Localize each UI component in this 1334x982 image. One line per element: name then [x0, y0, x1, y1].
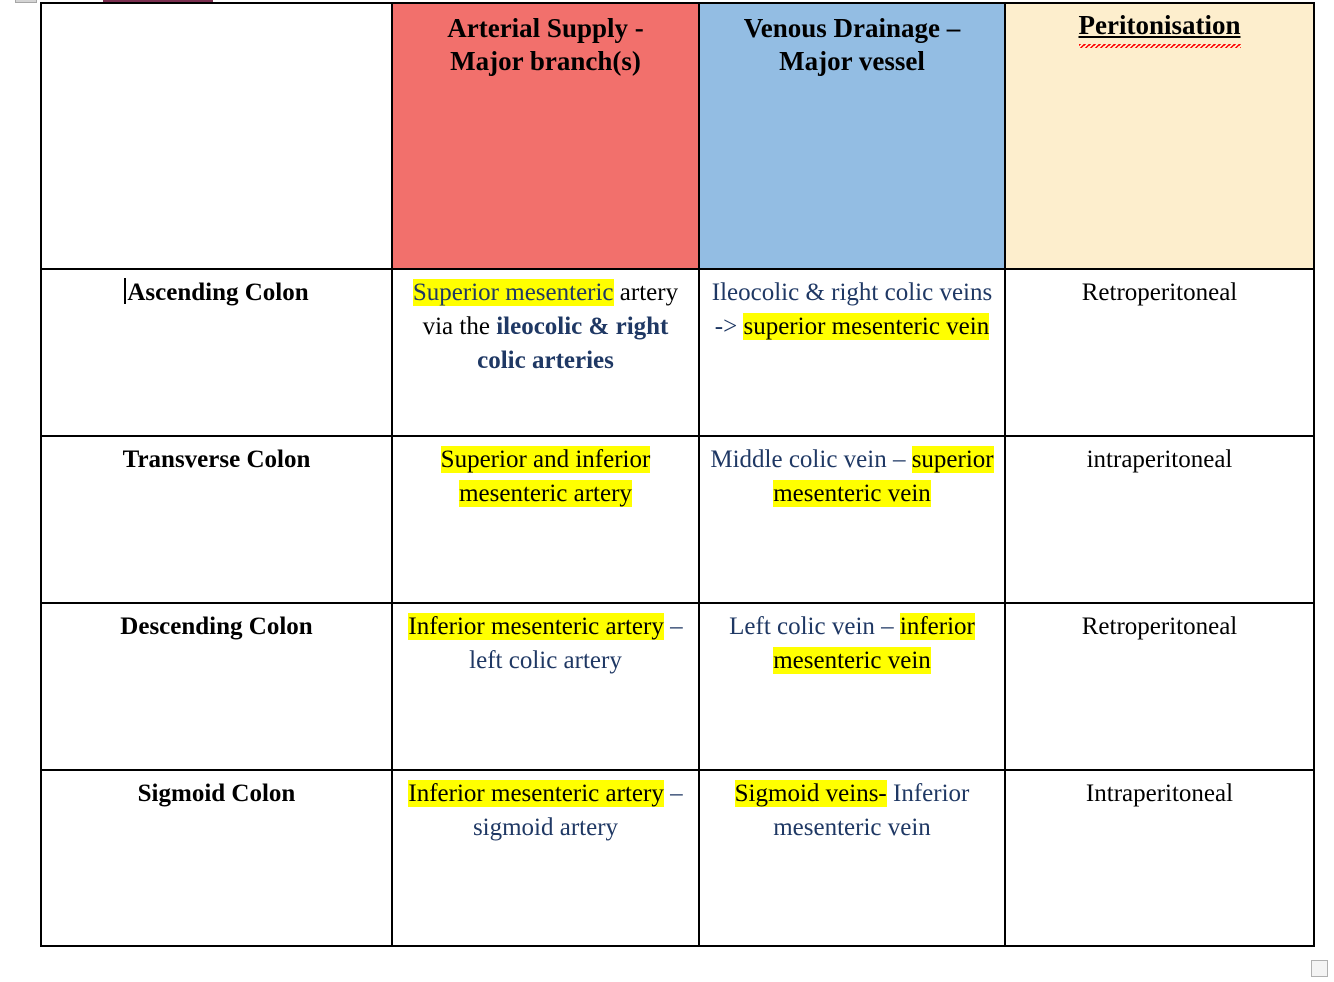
table-row: Sigmoid Colon Inferior mesenteric artery… — [40, 769, 1315, 947]
header-cell-venous-drainage: Venous Drainage – Major vessel — [698, 2, 1006, 270]
cell-peritonisation[interactable]: Retroperitoneal — [1004, 268, 1315, 437]
text-run: Left colic vein – — [729, 613, 900, 640]
heading-underline-rule — [103, 0, 213, 4]
cell-venous-drainage[interactable]: Middle colic vein – superior mesenteric … — [698, 435, 1006, 604]
table-row: Descending Colon Inferior mesenteric art… — [40, 602, 1315, 771]
window-resize-handle[interactable] — [1311, 960, 1328, 977]
highlighted-run: Superior and inferior mesenteric artery — [440, 446, 651, 507]
cell-organ[interactable]: Ascending Colon — [40, 268, 393, 437]
cell-arterial-supply[interactable]: Inferior mesenteric artery – sigmoid art… — [391, 769, 700, 947]
cell-peritonisation[interactable]: Retroperitoneal — [1004, 602, 1315, 771]
cell-arterial-supply[interactable]: Superior and inferior mesenteric artery — [391, 435, 700, 604]
organ-label: Ascending Colon — [127, 279, 309, 306]
cell-arterial-supply[interactable]: Superior mesenteric artery via the ileoc… — [391, 268, 700, 437]
text-run: artery via the — [422, 279, 679, 340]
text-caret — [124, 278, 127, 304]
header-cell-arterial-supply: Arterial Supply - Major branch(s) — [391, 2, 700, 270]
header-arterial-line2: Major branch(s) — [450, 46, 641, 76]
colon-blood-supply-table: Arterial Supply - Major branch(s) Venous… — [40, 2, 1315, 947]
document-edge-handle[interactable] — [15, 0, 37, 3]
table-header-row: Arterial Supply - Major branch(s) Venous… — [40, 2, 1315, 270]
cell-venous-drainage[interactable]: Left colic vein – inferior mesenteric ve… — [698, 602, 1006, 771]
text-run: – left colic artery — [469, 613, 683, 674]
highlighted-run: Superior mesenteric — [412, 279, 614, 306]
text-run: ileocolic & right colic arteries — [477, 313, 669, 374]
text-run: – sigmoid artery — [472, 780, 683, 841]
header-cell-peritonisation: Peritonisation — [1004, 2, 1315, 270]
cell-arterial-supply[interactable]: Inferior mesenteric artery – left colic … — [391, 602, 700, 771]
header-cell-blank — [40, 2, 393, 270]
header-venous-line2: Major vessel — [779, 46, 925, 76]
highlighted-run: Inferior mesenteric artery — [408, 780, 664, 807]
highlighted-run: superior mesenteric vein — [743, 313, 990, 340]
cell-venous-drainage[interactable]: Ileocolic & right colic veins -> superio… — [698, 268, 1006, 437]
text-run: Inferior mesenteric vein — [773, 780, 970, 841]
cell-venous-drainage[interactable]: Sigmoid veins- Inferior mesenteric vein — [698, 769, 1006, 947]
cell-peritonisation[interactable]: Intraperitoneal — [1004, 769, 1315, 947]
highlighted-run: Sigmoid veins- — [734, 780, 887, 807]
table-row: Transverse Colon Superior and inferior m… — [40, 435, 1315, 604]
cell-organ[interactable]: Sigmoid Colon — [40, 769, 393, 947]
header-arterial-line1: Arterial Supply - — [447, 13, 644, 43]
header-venous-line1: Venous Drainage – — [743, 13, 961, 43]
text-run: Ileocolic & right colic veins -> — [711, 279, 993, 340]
table-row: Ascending Colon Superior mesenteric arte… — [40, 268, 1315, 437]
cell-organ[interactable]: Transverse Colon — [40, 435, 393, 604]
text-run: Middle colic vein – — [710, 446, 912, 473]
header-peritonisation-label: Peritonisation — [1078, 10, 1241, 48]
cell-organ[interactable]: Descending Colon — [40, 602, 393, 771]
highlighted-run: Inferior mesenteric artery — [408, 613, 664, 640]
cell-peritonisation[interactable]: intraperitoneal — [1004, 435, 1315, 604]
